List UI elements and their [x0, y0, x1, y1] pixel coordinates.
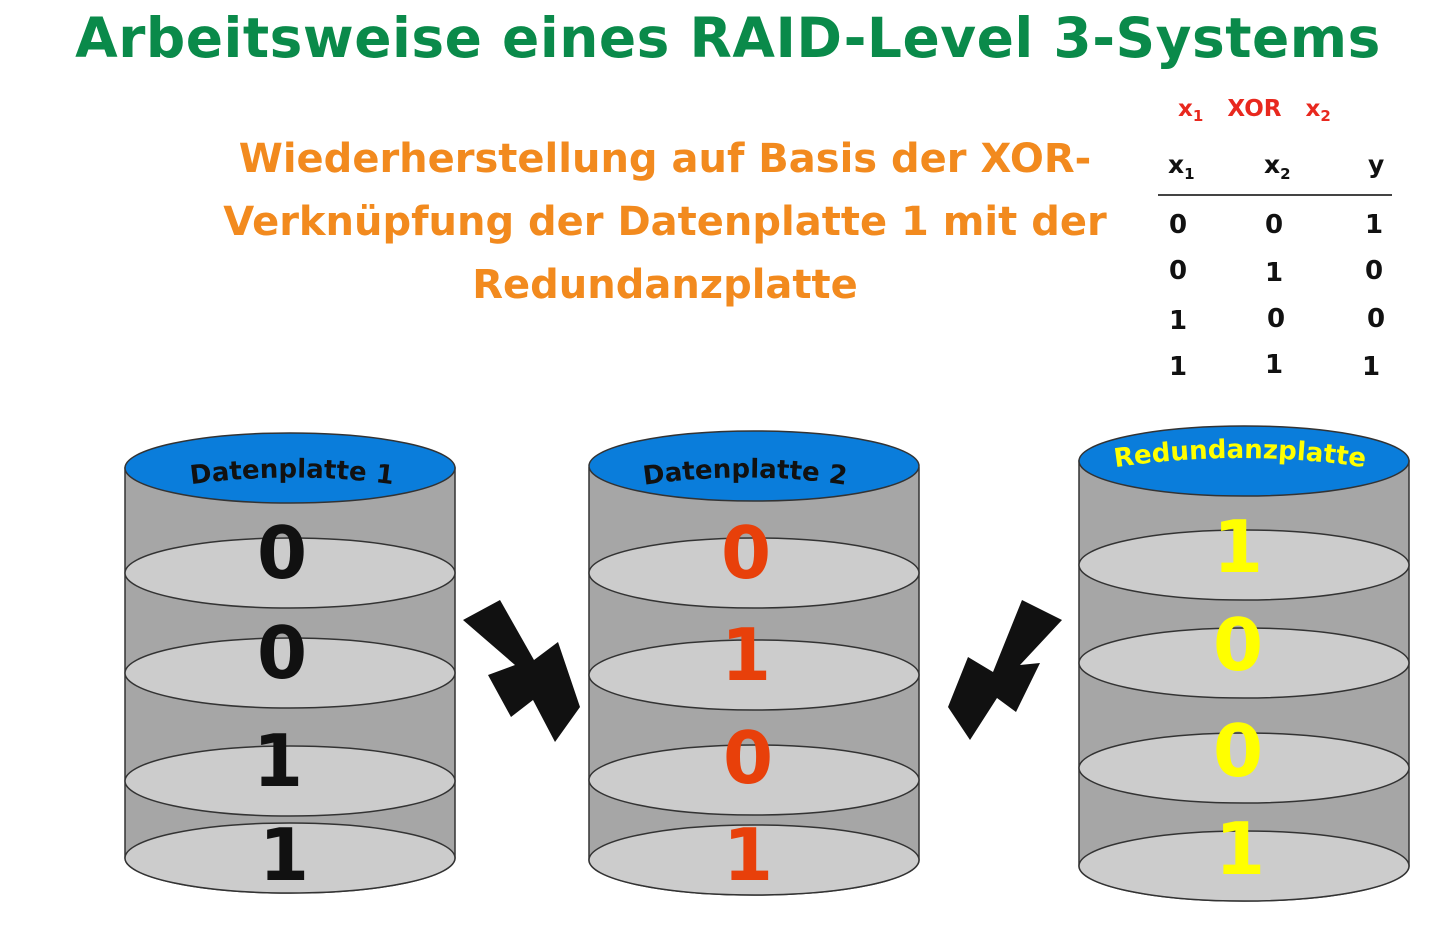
disk-bit: 0 — [723, 716, 773, 800]
disk-platter — [124, 745, 456, 817]
disk-platter — [588, 639, 920, 711]
xor-cell: 0 — [1364, 256, 1384, 286]
disk-bit: 1 — [721, 613, 771, 697]
xor-table-divider — [1158, 194, 1392, 196]
xor-cell: 0 — [1366, 304, 1386, 334]
disk-top-cap — [124, 432, 456, 504]
disk-top-cap — [1078, 425, 1410, 497]
xor-cell: 0 — [1168, 210, 1188, 240]
disk-bit: 0 — [257, 511, 307, 595]
arrow-right-icon — [463, 600, 580, 742]
disk-bit: 1 — [723, 813, 773, 897]
xor-column-x1: x1 — [1168, 150, 1195, 183]
disk-bit: 0 — [1213, 709, 1263, 793]
disk-platter — [1078, 529, 1410, 601]
xor-cell: 1 — [1364, 210, 1384, 240]
disk-bit: 0 — [257, 611, 307, 695]
xor-cell: 1 — [1264, 350, 1284, 380]
xor-column-y: y — [1368, 150, 1385, 179]
xor-cell: 1 — [1264, 258, 1284, 288]
disk-bit: 0 — [1213, 603, 1263, 687]
disk-datenplatte-2: Datenplatte 2 0 1 0 1 — [588, 430, 920, 897]
disk-platter — [124, 537, 456, 609]
xor-cell: 0 — [1168, 256, 1188, 286]
disk-bit: 1 — [1213, 505, 1263, 589]
xor-cell: 0 — [1266, 304, 1286, 334]
xor-cell: 1 — [1168, 306, 1188, 336]
subtitle-line-1: Wiederherstellung auf Basis der XOR- — [238, 136, 1092, 182]
xor-table-heading: x1 XOR x2 — [1178, 96, 1331, 125]
disk-platter — [1078, 627, 1410, 699]
disk-bit: 1 — [259, 813, 309, 897]
disk-platter — [588, 824, 920, 896]
disk-redundanzplatte: Redundanzplatte 1 0 0 1 — [1078, 425, 1410, 902]
disk-datenplatte-1: Datenplatte 1 0 0 1 1 — [124, 432, 456, 897]
disk-bit: 1 — [1215, 807, 1265, 891]
arrow-left-icon — [948, 600, 1062, 740]
xor-column-x2: x2 — [1264, 150, 1291, 183]
disk-platter — [588, 744, 920, 816]
disk-platter — [124, 637, 456, 709]
disk-platter — [1078, 732, 1410, 804]
disk-top-cap — [588, 430, 920, 502]
disk-platter — [588, 537, 920, 609]
page-title: Arbeitsweise eines RAID-Level 3-Systems — [75, 6, 1381, 70]
xor-cell: 0 — [1264, 210, 1284, 240]
disk-bit: 0 — [721, 511, 771, 595]
disk-platter — [124, 822, 456, 894]
subtitle-line-3: Redundanzplatte — [472, 262, 858, 308]
subtitle: Wiederherstellung auf Basis der XOR- Ver… — [120, 128, 1210, 317]
xor-cell: 1 — [1361, 352, 1381, 382]
disk-platter — [1078, 830, 1410, 902]
subtitle-line-2: Verknüpfung der Datenplatte 1 mit der — [223, 199, 1107, 245]
disk-bit: 1 — [253, 719, 303, 803]
xor-cell: 1 — [1168, 352, 1188, 382]
